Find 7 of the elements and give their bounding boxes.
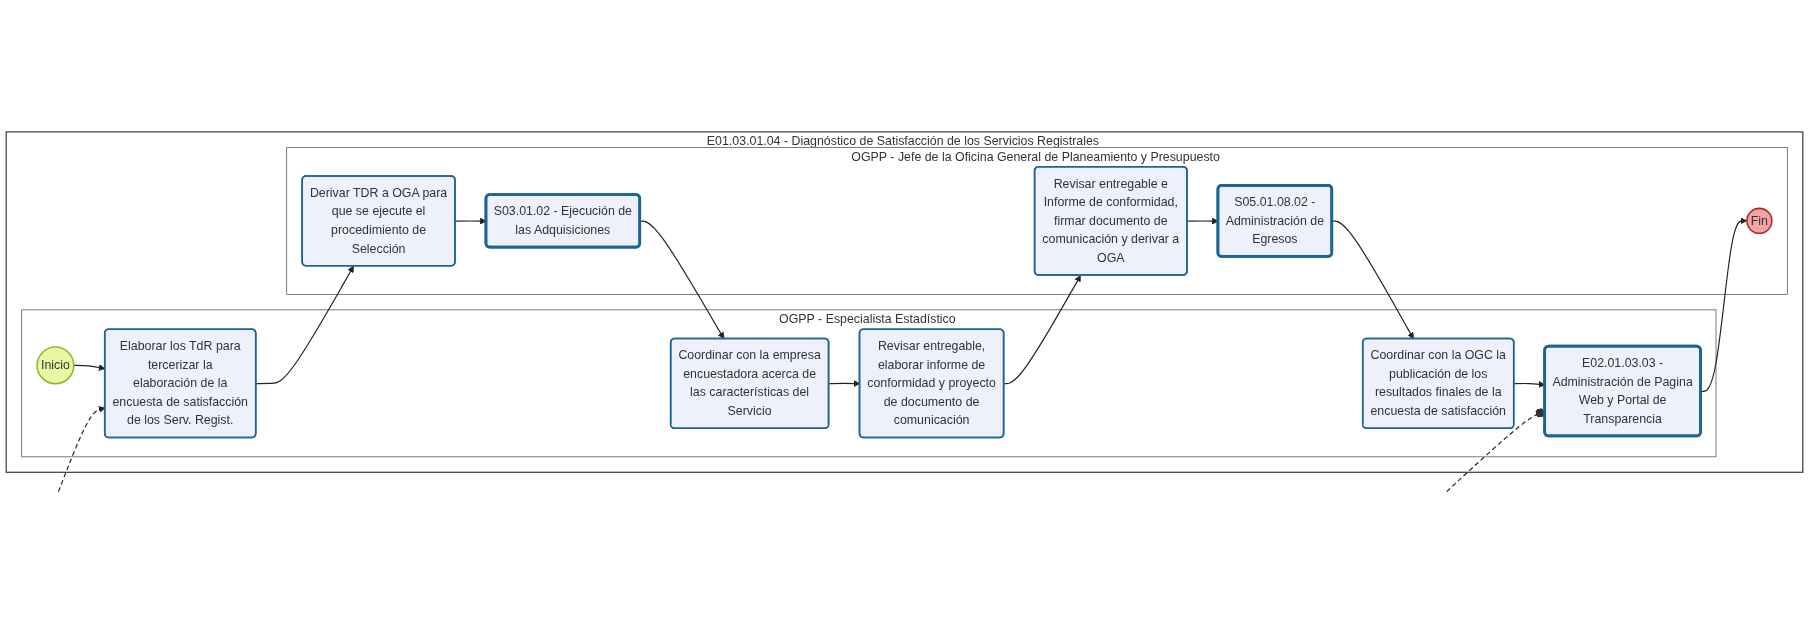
node-circle: Fin [1746,207,1773,235]
arrow [1003,275,1081,385]
arrow [1700,217,1748,393]
arrow [255,265,354,385]
arrow [1331,220,1414,340]
arrow [639,220,725,340]
node-circle: Inicio [36,346,75,385]
